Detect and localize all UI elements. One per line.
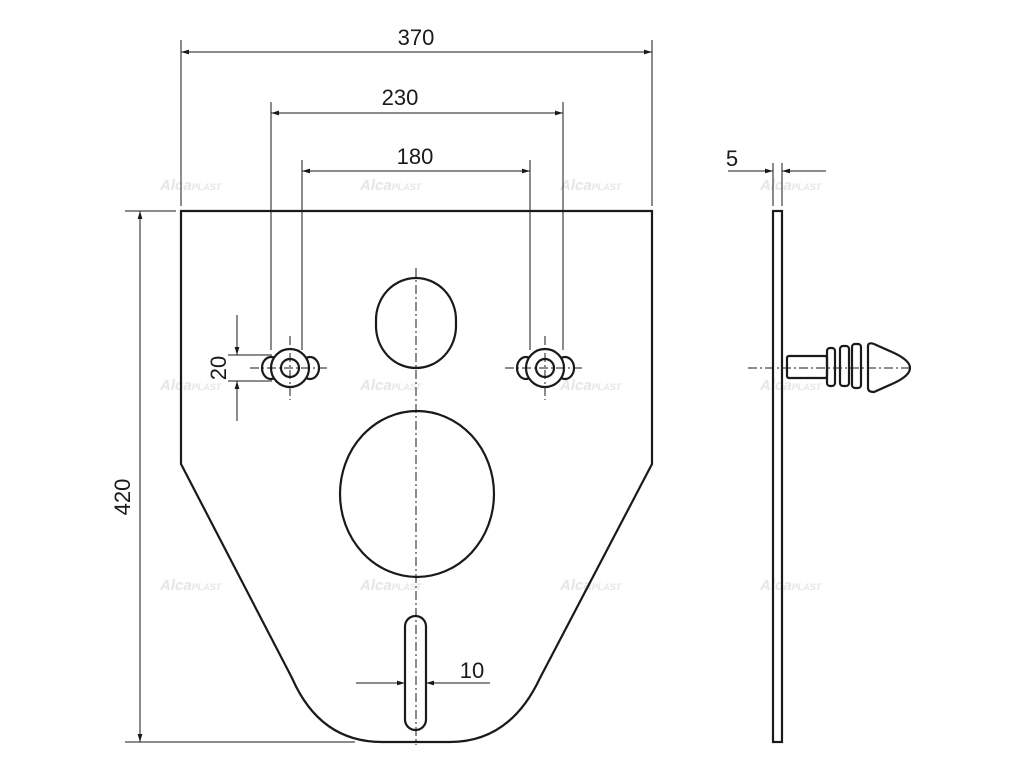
svg-text:AlcaPLAST: AlcaPLAST	[759, 177, 823, 194]
top-oval-opening	[374, 276, 458, 370]
watermark: AlcaPLAST	[359, 377, 423, 394]
bottom-slot	[403, 614, 428, 732]
svg-text:AlcaPLAST: AlcaPLAST	[559, 177, 623, 194]
right-fixing-hole	[505, 336, 585, 400]
washer-2	[850, 342, 863, 390]
dim-hole-height-label: 20	[206, 356, 231, 380]
dowel-collar	[825, 346, 837, 388]
side-view: 5	[726, 146, 912, 744]
dim-total-height: 420	[110, 210, 355, 743]
watermark-brand-sub: PLAST	[192, 182, 223, 192]
watermark: AlcaPLAST	[559, 177, 623, 194]
dim-outer-holes-label: 230	[382, 85, 419, 110]
watermark: AlcaPLAST	[759, 177, 823, 194]
svg-text:AlcaPLAST: AlcaPLAST	[559, 577, 623, 594]
dim-total-width-label: 370	[398, 25, 435, 50]
watermark: AlcaPLAST	[359, 577, 423, 594]
dowel-shank	[785, 354, 829, 380]
watermark: AlcaPLAST	[559, 577, 623, 594]
svg-text:AlcaPLAST: AlcaPLAST	[759, 377, 823, 394]
plate-outline	[179, 209, 654, 744]
cap-nut	[866, 342, 912, 394]
watermark: AlcaPLAST	[159, 177, 223, 194]
watermark-brand: Alca	[159, 177, 192, 194]
side-view-plate	[771, 209, 784, 744]
svg-text:AlcaPLAST: AlcaPLAST	[359, 177, 423, 194]
svg-text:AlcaPLAST: AlcaPLAST	[759, 577, 823, 594]
watermark: AlcaPLAST	[759, 377, 823, 394]
dim-total-width: 370	[180, 25, 653, 206]
svg-text:AlcaPLAST: AlcaPLAST	[559, 377, 623, 394]
left-fixing-hole	[250, 336, 330, 400]
dim-hole-height: 20	[206, 315, 272, 421]
watermark-group: AlcaPLAST AlcaPLAST AlcaPLAST AlcaPLAST …	[159, 177, 823, 594]
dim-slot-width-label: 10	[460, 658, 484, 683]
watermark: AlcaPLAST	[159, 377, 223, 394]
watermark: AlcaPLAST	[159, 577, 223, 594]
dim-outer-holes: 230	[270, 85, 564, 350]
watermark: AlcaPLAST	[359, 177, 423, 194]
svg-text:AlcaPLAST: AlcaPLAST	[159, 177, 223, 194]
watermark: AlcaPLAST	[559, 377, 623, 394]
dim-total-height-label: 420	[110, 479, 135, 516]
dim-inner-holes: 180	[301, 144, 531, 350]
svg-text:AlcaPLAST: AlcaPLAST	[359, 577, 423, 594]
svg-text:AlcaPLAST: AlcaPLAST	[159, 377, 223, 394]
watermark: AlcaPLAST	[759, 577, 823, 594]
anchor-dowel	[785, 342, 912, 394]
svg-text:AlcaPLAST: AlcaPLAST	[159, 577, 223, 594]
dim-slot-width: 10	[356, 658, 490, 686]
svg-text:AlcaPLAST: AlcaPLAST	[359, 377, 423, 394]
dim-inner-holes-label: 180	[397, 144, 434, 169]
dim-thickness-label: 5	[726, 146, 738, 171]
drain-opening	[338, 409, 496, 579]
washer-1	[838, 344, 851, 388]
